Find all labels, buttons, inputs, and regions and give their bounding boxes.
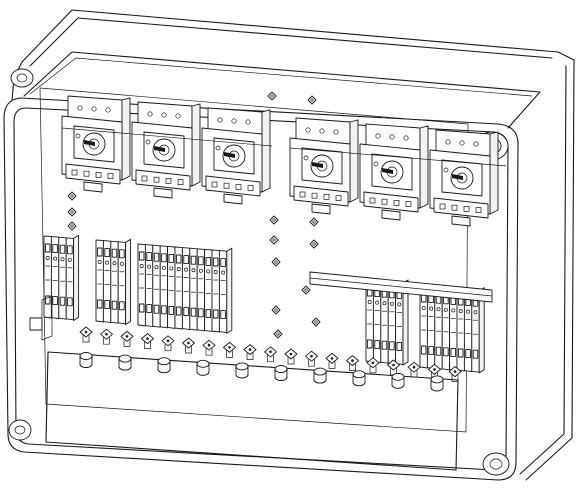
- terminal-block: [196, 248, 206, 332]
- standoff: [100, 328, 113, 345]
- terminal-block: [426, 286, 436, 370]
- standoff: [182, 337, 195, 354]
- terminal-block: [395, 281, 404, 365]
- din-rail-top-left: [61, 127, 273, 147]
- standoff: [202, 339, 216, 356]
- motor-switch-left-2: [131, 101, 201, 199]
- terminal-block: [50, 236, 60, 320]
- terminal-block: [204, 248, 213, 332]
- terminal-block-group-right-2: [419, 285, 485, 374]
- terminal-block-group-left-1: [43, 234, 80, 322]
- cable-clip: [269, 215, 279, 225]
- standoff-row: [79, 326, 462, 382]
- terminal-block: [65, 237, 75, 321]
- terminal-block: [434, 286, 443, 370]
- standoff: [346, 355, 359, 371]
- cable-clip: [67, 207, 77, 217]
- terminal-block: [43, 235, 52, 319]
- standoff: [284, 348, 298, 365]
- terminal-block: [117, 241, 127, 325]
- terminal-block: [441, 287, 451, 371]
- terminal-block: [189, 247, 198, 331]
- cable-gland: [274, 365, 288, 381]
- motor-switch-right-2: [359, 123, 429, 221]
- terminal-block: [211, 249, 220, 333]
- terminal-block: [218, 250, 228, 334]
- cable-clip: [67, 191, 77, 201]
- terminal-block-rail-left: [43, 234, 233, 334]
- standoff: [407, 361, 421, 378]
- terminal-block-group-left-3: [137, 243, 233, 334]
- terminal-block: [167, 245, 176, 329]
- terminal-block: [419, 285, 428, 369]
- motor-switch-right-1: [289, 117, 359, 215]
- corner-screw-top-left: [10, 68, 34, 88]
- cable-clip: [311, 317, 321, 327]
- standoff: [243, 344, 257, 360]
- standoff: [325, 352, 339, 369]
- cable-gland: [352, 370, 366, 387]
- terminal-block: [372, 280, 382, 364]
- motor-switch-left-3: [201, 107, 271, 205]
- cable-gland: [430, 375, 444, 392]
- enclosure-housing: [3, 9, 575, 481]
- terminal-block: [463, 289, 473, 373]
- terminal-block: [58, 236, 67, 320]
- cable-clip: [271, 257, 281, 267]
- motor-switch-group-right: [289, 117, 499, 227]
- cable-gland: [157, 357, 171, 374]
- mounting-bracket-left: [29, 295, 53, 341]
- standoff: [223, 341, 236, 358]
- cable-clip: [309, 239, 319, 249]
- corner-screw-bottom-left: [8, 419, 32, 441]
- terminal-block: [380, 280, 389, 364]
- terminal-block: [387, 281, 397, 365]
- standoff: [120, 330, 134, 347]
- terminal-block: [174, 246, 183, 330]
- cable-clip: [269, 235, 279, 245]
- cable-clip: [271, 305, 281, 315]
- cable-clip: [67, 221, 77, 231]
- terminal-block: [181, 247, 191, 331]
- cable-gland: [391, 372, 405, 389]
- cable-gland: [235, 362, 249, 379]
- terminal-block: [110, 240, 119, 324]
- terminal-block: [456, 288, 465, 372]
- corner-screw-bottom-right: [482, 452, 510, 476]
- din-rail-top-right: [289, 147, 507, 167]
- cable-clip-chains: [67, 91, 321, 339]
- standoff: [264, 346, 277, 363]
- terminal-block: [137, 243, 146, 327]
- cable-gland: [313, 367, 327, 384]
- terminal-block: [95, 239, 104, 323]
- cable-clip: [301, 285, 311, 295]
- standoff: [448, 366, 462, 382]
- motor-switch-right-3: [429, 129, 499, 227]
- cable-clip: [307, 95, 317, 105]
- terminal-block: [102, 240, 112, 324]
- cable-gland: [196, 359, 210, 376]
- standoff: [161, 335, 175, 352]
- terminal-block-group-left-2: [95, 238, 132, 326]
- cable-gland: [118, 354, 132, 371]
- terminal-block: [144, 244, 154, 328]
- standoff: [366, 357, 380, 374]
- cable-gland: [79, 352, 93, 368]
- standoff: [79, 326, 93, 343]
- terminal-block: [471, 289, 480, 373]
- standoff: [305, 350, 318, 367]
- motor-switch-group-left: [61, 95, 271, 205]
- cable-clip: [273, 329, 283, 339]
- cable-clip: [309, 217, 319, 227]
- standoff: [141, 333, 154, 349]
- terminal-block: [159, 245, 169, 329]
- cable-gland-row: [79, 352, 444, 392]
- cable-clip: [267, 91, 277, 101]
- motor-switch-left-1: [61, 95, 131, 193]
- terminal-block: [365, 279, 374, 363]
- terminal-block: [152, 244, 161, 328]
- terminal-block: [449, 287, 458, 371]
